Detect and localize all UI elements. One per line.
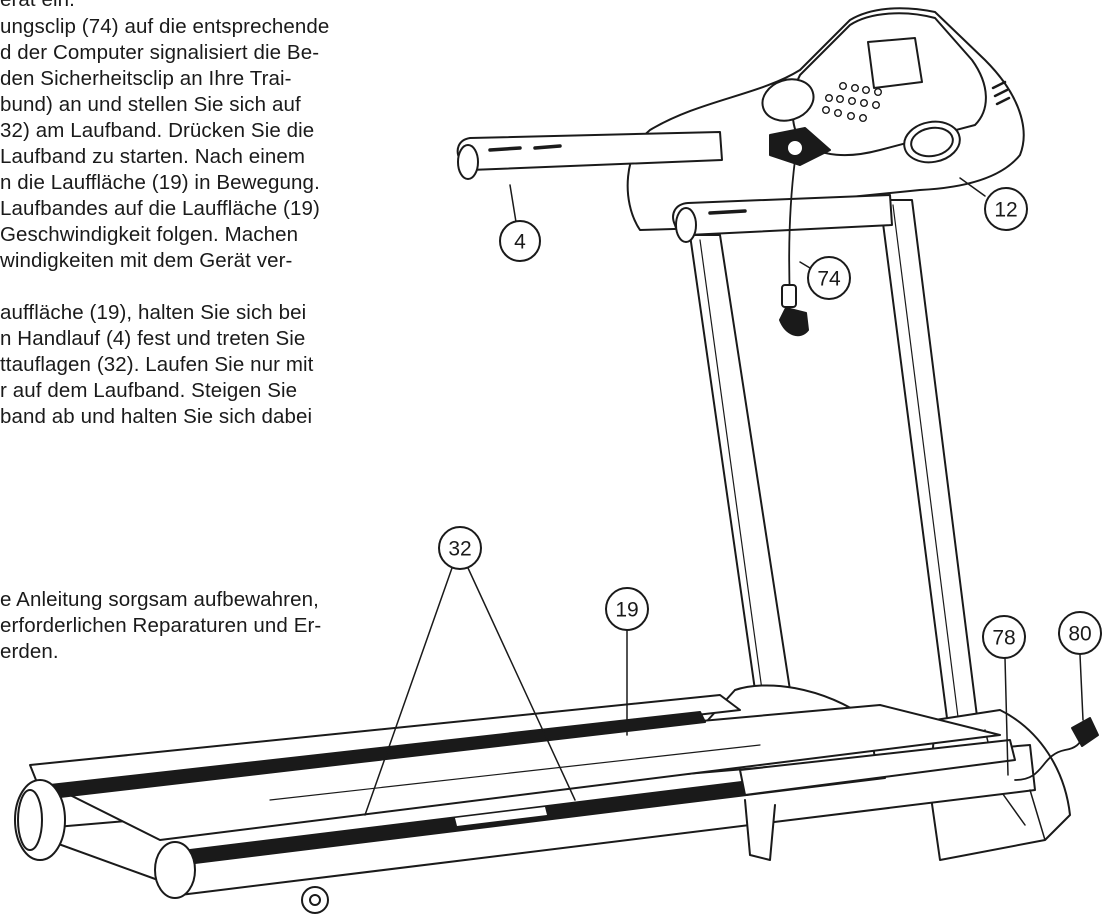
text-line: erforderlichen Reparaturen und Er-	[0, 614, 322, 637]
handrail-right	[672, 194, 893, 243]
callout-32: 32	[438, 526, 482, 570]
text-line: Laufbandes auf die Lauffläche (19)	[0, 197, 320, 220]
text-line: d der Computer signalisiert die Be-	[0, 41, 320, 64]
text-line: band ab und halten Sie sich dabei	[0, 405, 313, 428]
text-line: 32) am Laufband. Drücken Sie die	[0, 119, 315, 142]
console-button-grid	[822, 81, 883, 122]
callout-label: 32	[448, 538, 471, 561]
text-line: n die Lauffläche (19) in Bewegung.	[0, 171, 320, 194]
text-line: Laufband zu starten. Nach einem	[0, 145, 306, 168]
callout-label: 19	[615, 599, 638, 622]
callout-label: 78	[992, 627, 1015, 650]
text-line: n Handlauf (4) fest und treten Sie	[0, 327, 306, 350]
console-frame	[626, 7, 1025, 231]
text-line: erden.	[0, 640, 59, 663]
safety-clip-cord	[779, 159, 809, 337]
text-line: e Anleitung sorgsam aufbewahren,	[0, 588, 319, 611]
upright-post-front	[879, 199, 986, 781]
callout-4: 4	[499, 220, 541, 262]
callout-12: 12	[984, 187, 1028, 231]
upright-post-rear	[689, 234, 791, 691]
text-line: ungsclip (74) auf die entsprechende	[0, 15, 330, 38]
handrail-left	[456, 131, 723, 180]
callout-80: 80	[1058, 611, 1102, 655]
text-line: windigkeiten mit dem Gerät ver-	[0, 249, 293, 272]
callout-label: 80	[1068, 623, 1091, 646]
text-line: bund) an und stellen Sie sich auf	[0, 93, 301, 116]
callout-74: 74	[807, 256, 851, 300]
text-line: erät ein.	[0, 0, 75, 12]
treadmill-deck	[14, 684, 1099, 914]
text-line: den Sicherheitsclip an Ihre Trai-	[0, 67, 292, 90]
callout-label: 74	[817, 268, 841, 291]
text-line: ttauflagen (32). Laufen Sie nur mit	[0, 353, 314, 376]
text-line: Geschwindigkeit folgen. Machen	[0, 223, 299, 246]
callout-19: 19	[605, 587, 649, 631]
callout-label: 4	[514, 231, 526, 254]
callout-78: 78	[982, 615, 1026, 659]
text-line: r auf dem Laufband. Steigen Sie	[0, 379, 298, 402]
callout-label: 12	[994, 199, 1017, 222]
text-line: auffläche (19), halten Sie sich bei	[0, 301, 307, 324]
leader-lines	[364, 177, 1084, 816]
